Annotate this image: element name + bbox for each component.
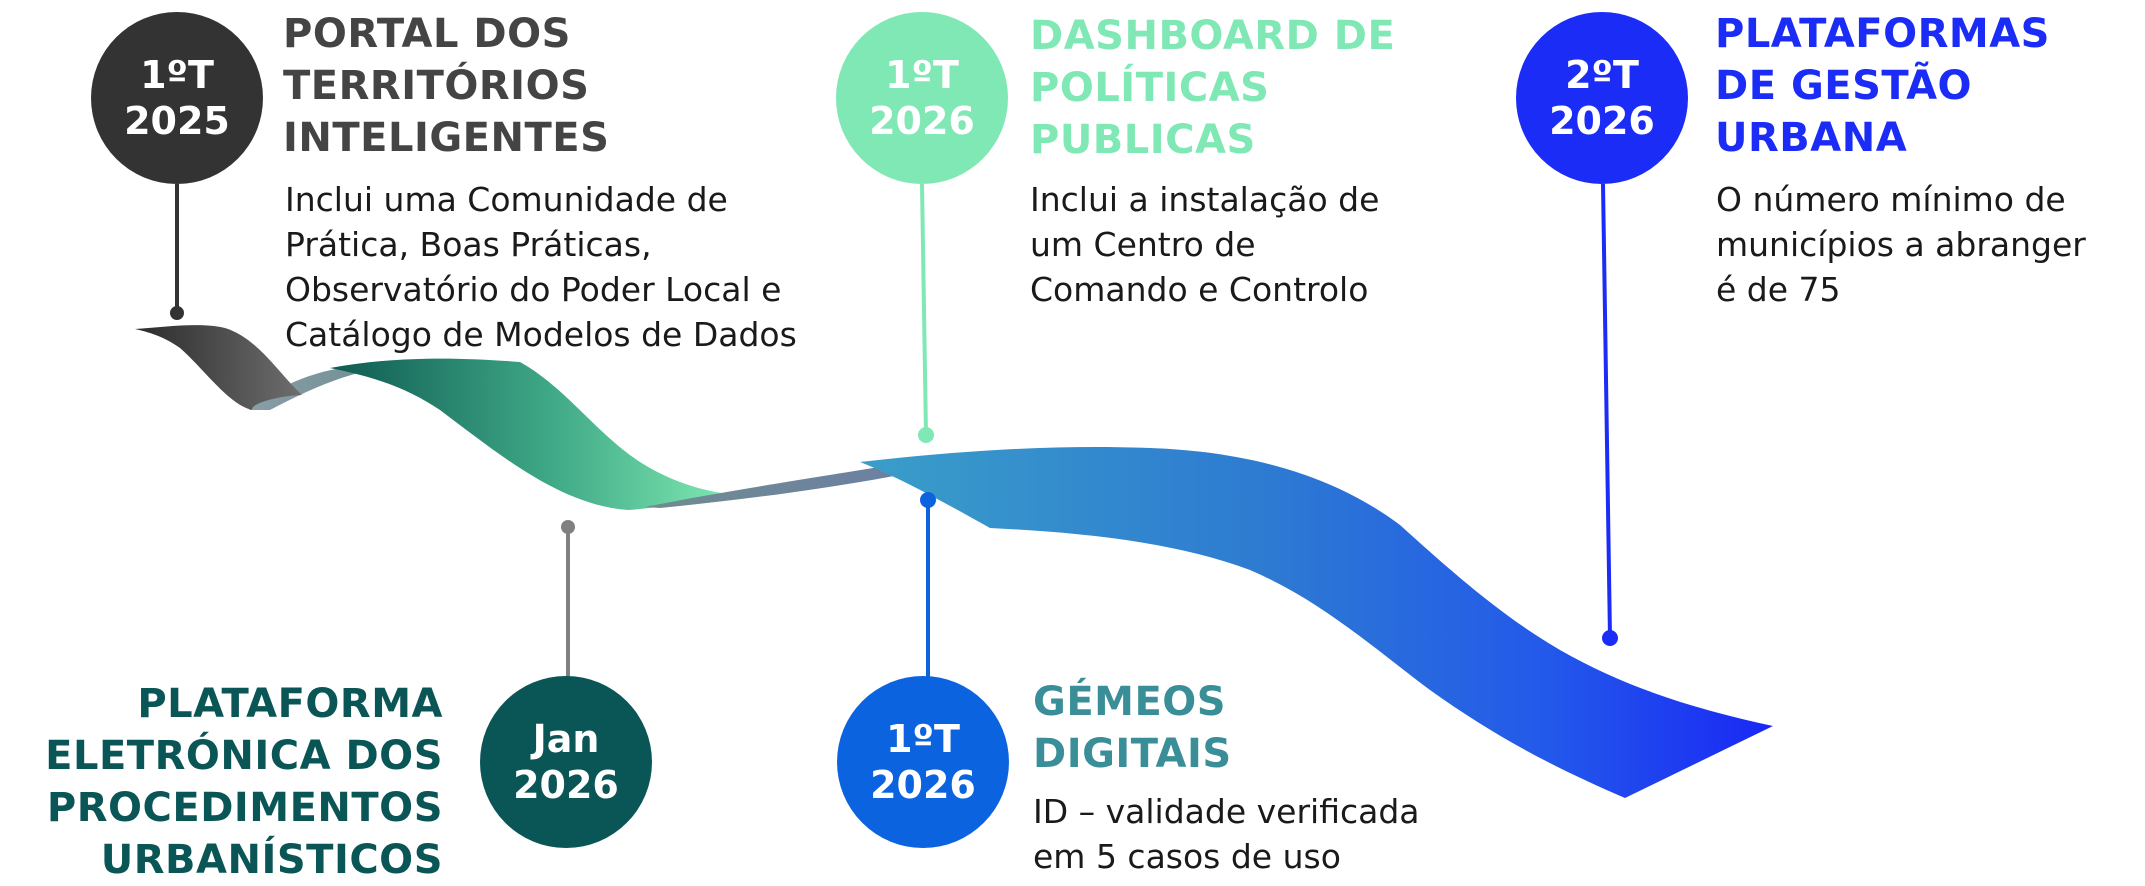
description-line: em 5 casos de uso	[1033, 836, 1341, 876]
badge-line-2: 2026	[1549, 99, 1655, 143]
title-line: INTELIGENTES	[283, 115, 610, 161]
description-line: um Centro de	[1030, 224, 1256, 264]
milestone-description-dashboard: Inclui a instalação de um Centro de Coma…	[1030, 178, 1379, 313]
description-line: ID – validade verificada	[1033, 792, 1420, 831]
title-line: DASHBOARD DE	[1030, 13, 1396, 59]
ribbon-green-segment	[330, 358, 730, 510]
description-line: Catálogo de Modelos de Dados	[285, 314, 797, 354]
date-badge-portal: 1ºT 2025	[91, 12, 263, 184]
milestone-title-gemeos: GÉMEOS DIGITAIS	[1033, 676, 1232, 780]
connector-dot-plataforma	[561, 520, 575, 534]
title-line: TERRITÓRIOS	[283, 63, 590, 109]
description-line: é de 75	[1716, 269, 1841, 309]
date-badge-plataforma: Jan 2026	[480, 676, 652, 848]
title-line: PLATAFORMAS	[1715, 11, 2050, 57]
title-line: DIGITAIS	[1033, 731, 1232, 777]
title-line: ELETRÓNICA DOS	[45, 733, 443, 779]
description-line: Comando e Controlo	[1030, 269, 1369, 309]
title-line: POLÍTICAS	[1030, 65, 1270, 111]
ribbon-back-segment-2	[645, 462, 910, 508]
badge-line-1: Jan	[532, 716, 600, 761]
milestone-title-gestao: PLATAFORMAS DE GESTÃO URBANA	[1715, 8, 2050, 164]
connector-gestao	[1601, 183, 1612, 639]
badge-line-1: 1ºT	[140, 52, 214, 97]
title-line: DE GESTÃO	[1715, 63, 1973, 109]
badge-line-1: 1ºT	[886, 716, 960, 761]
description-line: Inclui a instalação de	[1030, 180, 1380, 219]
milestone-title-plataforma: PLATAFORMA ELETRÓNICA DOS PROCEDIMENTOS …	[45, 678, 443, 886]
title-line: URBANA	[1715, 115, 1908, 161]
date-badge-gemeos: 1ºT 2026	[837, 676, 1009, 848]
description-line: Prática, Boas Práticas,	[285, 224, 652, 264]
description-line: Observatório do Poder Local e	[285, 269, 782, 309]
connector-dot-dashboard	[918, 427, 934, 443]
connector-dot-gemeos	[920, 492, 936, 508]
title-line: PLATAFORMA	[137, 681, 443, 727]
title-line: PROCEDIMENTOS	[46, 785, 443, 831]
badge-line-1: 2ºT	[1565, 52, 1639, 97]
milestone-description-gestao: O número mínimo de municípios a abranger…	[1716, 178, 2086, 313]
date-badge-gestao: 2ºT 2026	[1516, 12, 1688, 184]
connector-dot-portal	[170, 306, 184, 320]
ribbon-back-segment-1	[248, 366, 380, 410]
title-line: PORTAL DOS	[283, 11, 571, 57]
connector-dot-gestao	[1602, 630, 1618, 646]
badge-line-2: 2025	[124, 99, 230, 143]
date-badge-dashboard: 1ºT 2026	[836, 12, 1008, 184]
milestone-description-portal: Inclui uma Comunidade de Prática, Boas P…	[285, 178, 797, 358]
milestone-title-dashboard: DASHBOARD DE POLÍTICAS PUBLICAS	[1030, 10, 1395, 166]
badge-line-1: 1ºT	[885, 52, 959, 97]
badge-line-2: 2026	[870, 763, 976, 807]
ribbon-dark-segment	[135, 325, 302, 410]
description-line: O número mínimo de	[1716, 180, 2066, 219]
badge-line-2: 2026	[869, 99, 975, 143]
title-line: URBANÍSTICOS	[100, 837, 443, 883]
milestone-title-portal: PORTAL DOS TERRITÓRIOS INTELIGENTES	[283, 8, 609, 164]
badge-line-2: 2026	[513, 763, 619, 807]
connector-dashboard	[920, 183, 928, 436]
description-line: Inclui uma Comunidade de	[285, 180, 728, 219]
ribbon-blue-segment	[860, 446, 1773, 798]
title-line: GÉMEOS	[1033, 679, 1227, 725]
title-line: PUBLICAS	[1030, 117, 1256, 163]
milestone-description-gemeos: ID – validade verificada em 5 casos de u…	[1033, 790, 1420, 880]
description-line: municípios a abranger	[1716, 224, 2086, 264]
